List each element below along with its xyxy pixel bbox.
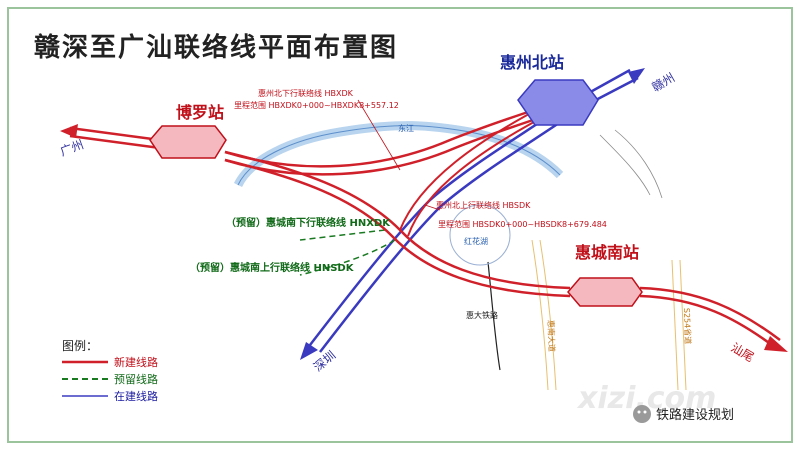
- hnsdk-label: （预留）惠城南上行联络线 HNSDK: [190, 261, 355, 274]
- station-boluo-shape: [149, 125, 227, 159]
- hbxdk-name: 惠州北下行联络线 HBXDK: [258, 88, 354, 98]
- legend-reserved-label: 预留线路: [114, 372, 158, 386]
- river-label: 东江: [398, 123, 414, 133]
- new-line-huicheng-south-east: [639, 286, 781, 342]
- huida-railway: [487, 261, 501, 371]
- hbsdk-name: 惠州北上行联络线 HBSDK: [436, 200, 531, 210]
- legend-title: 图例：: [62, 339, 98, 353]
- arrow-ganzhou-icon: [628, 68, 645, 84]
- arrow-shenzhen-icon: [300, 342, 318, 360]
- legend-new-label: 新建线路: [114, 355, 158, 369]
- hbxdk-range: 里程范围 HBXDK0+000~HBXDK8+557.12: [234, 100, 399, 110]
- station-huicheng-south-shape: [567, 277, 643, 307]
- reserved-hnxdk-line: [299, 229, 386, 241]
- arrow-shanwei-icon: [764, 336, 788, 352]
- station-huicheng-south-label: 惠城南站: [575, 243, 639, 262]
- station-huizhou-north-label: 惠州北站: [500, 53, 564, 72]
- lake-label: 红花湖: [464, 236, 488, 246]
- huida-railway-label: 惠大铁路: [466, 310, 498, 320]
- new-line-guangshan-west: [69, 126, 161, 142]
- hnxdk-label: （预留）惠城南下行联络线 HNXDK: [226, 216, 391, 229]
- station-huizhou-north-shape: [517, 79, 599, 126]
- legend-construction-label: 在建线路: [114, 389, 158, 403]
- s254-road: [671, 259, 679, 391]
- wechat-icon: [633, 405, 651, 423]
- new-line-boluo-to-huizhou-north: [224, 106, 541, 168]
- honghua-lake: [449, 204, 511, 266]
- huinan-avenue-road: [531, 239, 549, 391]
- map-frame: [7, 7, 793, 443]
- s254-label: S254省道: [682, 308, 693, 345]
- map-title: 赣深至广汕联络线平面布置图: [34, 32, 398, 63]
- hbsdk-range: 里程范围 HBSDK0+000~HBSDK8+679.484: [438, 219, 607, 229]
- arrow-guangzhou-icon: [60, 124, 78, 138]
- station-boluo-label: 博罗站: [176, 103, 224, 122]
- huinan-avenue-label: 惠南大道: [546, 320, 557, 352]
- watermark-account: 铁路建设规划: [656, 407, 734, 423]
- hbsdk-connector: [399, 107, 541, 231]
